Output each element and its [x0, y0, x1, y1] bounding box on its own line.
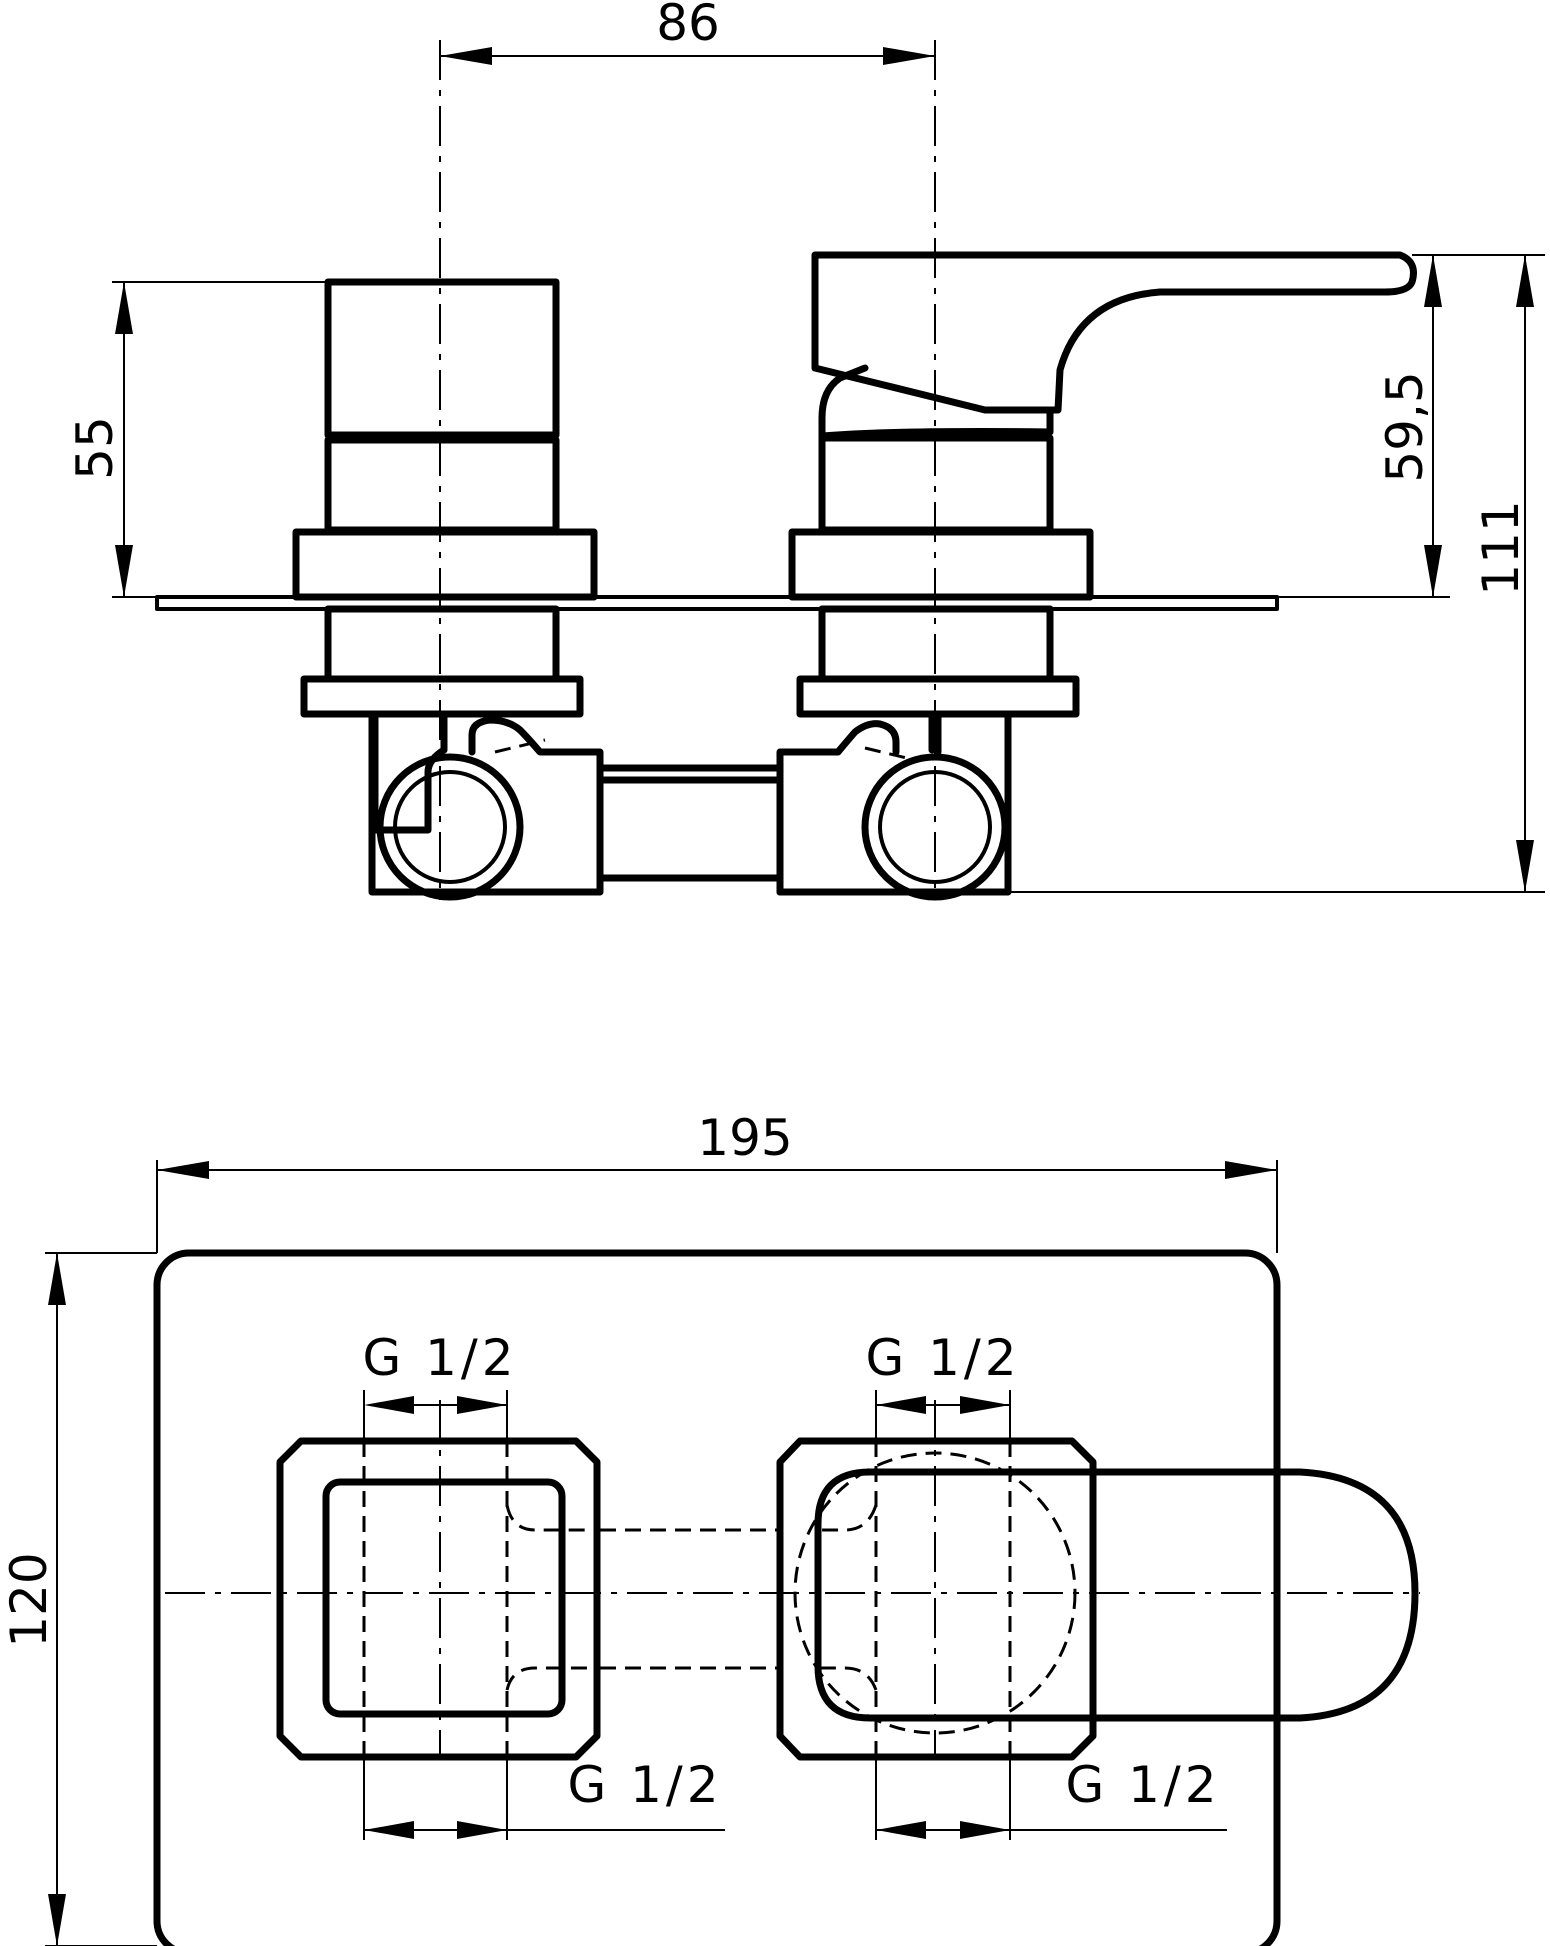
svg-text:G 1/2: G 1/2: [865, 1329, 1020, 1387]
dimension-59-5: 59,5: [1277, 254, 1545, 598]
mixer-lever-top: [814, 1468, 1419, 1722]
dim-text-55: 55: [66, 416, 124, 480]
lever-flange: [788, 528, 1094, 601]
right-mixer-lever: [788, 251, 1417, 601]
mixer-rosette: [776, 1437, 1097, 1761]
svg-text:G 1/2: G 1/2: [567, 1756, 722, 1814]
thread-label-top-left: G 1/2: [362, 1329, 517, 1441]
thread-label-top-right: G 1/2: [865, 1329, 1020, 1441]
side-view: 86: [66, 0, 1545, 901]
svg-text:G 1/2: G 1/2: [1065, 1756, 1220, 1814]
knob-flange: [292, 528, 598, 601]
dimension-86: 86: [440, 0, 935, 65]
thread-label-bottom-right: G 1/2: [875, 1756, 1227, 1840]
knob-cap: [324, 278, 560, 439]
valve-body-left: [368, 710, 604, 901]
left-diverter-front: [276, 1400, 601, 1761]
cover-plate: [153, 1249, 1281, 1946]
diverter-knob-square: [322, 1478, 566, 1718]
front-view: 195 120: [0, 1109, 1420, 1946]
dimension-55: 55: [66, 281, 328, 598]
dimension-195: 195: [156, 1109, 1278, 1253]
lower-flange-left: [300, 675, 584, 718]
dim-text-120: 120: [0, 1552, 58, 1647]
dim-text-59-5: 59,5: [1376, 371, 1434, 482]
dimension-120: 120: [0, 1252, 157, 1946]
dim-text-111: 111: [1472, 500, 1530, 595]
valve-body-right: [776, 710, 1012, 901]
left-diverter-knob: [292, 278, 598, 601]
diverter-rosette: [276, 1437, 601, 1761]
lever-handle: [811, 251, 1417, 414]
knob-stem: [324, 436, 560, 534]
wall-plate-side: [155, 595, 1279, 611]
dimension-111: 111: [1008, 255, 1545, 893]
right-mixer-front: [776, 1400, 1419, 1761]
thread-label-bottom-left: G 1/2: [363, 1756, 725, 1840]
connecting-pipe: [596, 764, 784, 882]
lower-flange-right: [796, 675, 1080, 718]
dim-text-195: 195: [697, 1109, 792, 1167]
svg-text:G 1/2: G 1/2: [362, 1329, 517, 1387]
dim-text-86: 86: [656, 0, 720, 52]
